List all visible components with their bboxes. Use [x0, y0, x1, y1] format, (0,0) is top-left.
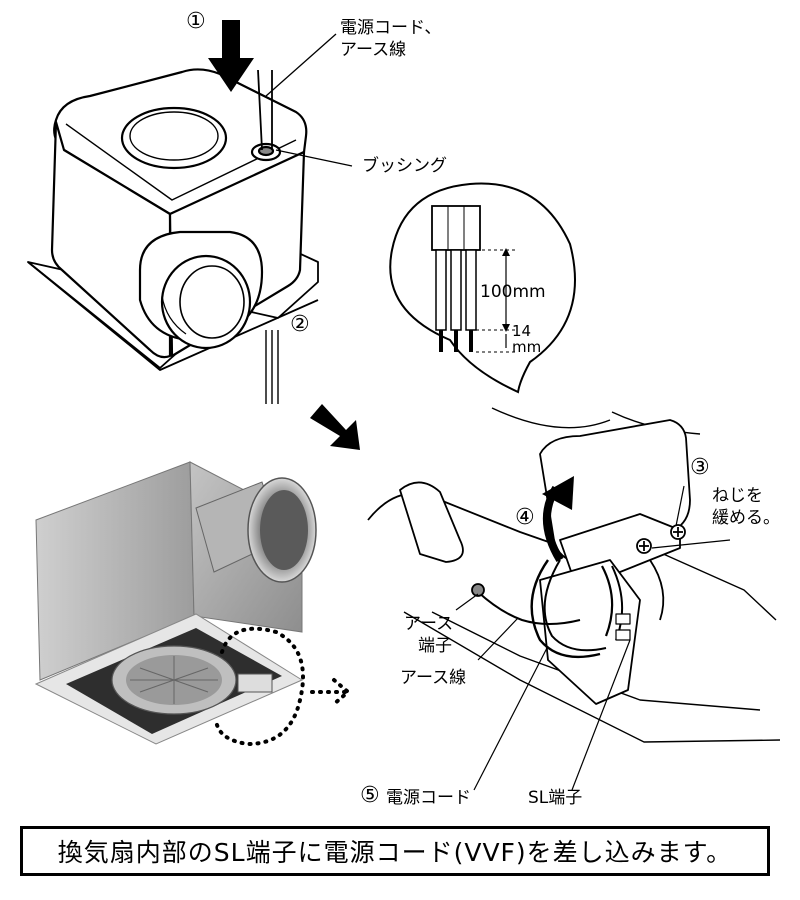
label-power-cord: 電源コード: [386, 788, 471, 808]
label-100mm: 100mm: [480, 282, 546, 302]
label-loosen-screw-line2: 緩める。: [712, 508, 780, 528]
step-4-marker: ④: [515, 505, 535, 530]
label-sl-terminal: SL端子: [528, 788, 583, 808]
label-earth-terminal-line1: アース: [404, 614, 454, 634]
label-bushing: ブッシング: [362, 156, 447, 176]
caption-box: 換気扇内部のSL端子に電源コード(VVF)を差し込みます。: [20, 826, 770, 876]
leader-lines-bottom: [455, 485, 731, 791]
label-earth-terminal-line2: 端子: [418, 636, 452, 656]
leader-lines-top: [265, 33, 353, 167]
label-earth-wire: アース線: [400, 668, 467, 688]
label-power-cord-earth-line2: アース線: [340, 40, 407, 60]
step-1-marker: ①: [186, 9, 206, 34]
rotate-arrow-icon: [542, 476, 574, 563]
terminal-detail-illustration: [367, 407, 781, 743]
highlight-dotted-ring: [214, 626, 352, 747]
step-3-marker: ③: [690, 455, 710, 480]
label-14: 14: [512, 322, 532, 340]
label-14-unit: mm: [512, 338, 542, 356]
diagonal-arrow-icon: [310, 404, 360, 450]
fan-unit-photo: [34, 461, 317, 745]
label-power-cord-earth-line1: 電源コード、: [340, 18, 442, 38]
step-2-marker: ②: [290, 312, 310, 337]
fan-box-illustration: [27, 68, 319, 404]
step-5-marker: ⑤: [360, 783, 380, 808]
label-loosen-screw-line1: ねじを: [712, 486, 763, 506]
down-arrow-icon: [208, 20, 254, 92]
magnified-wire-callout: [389, 182, 576, 394]
